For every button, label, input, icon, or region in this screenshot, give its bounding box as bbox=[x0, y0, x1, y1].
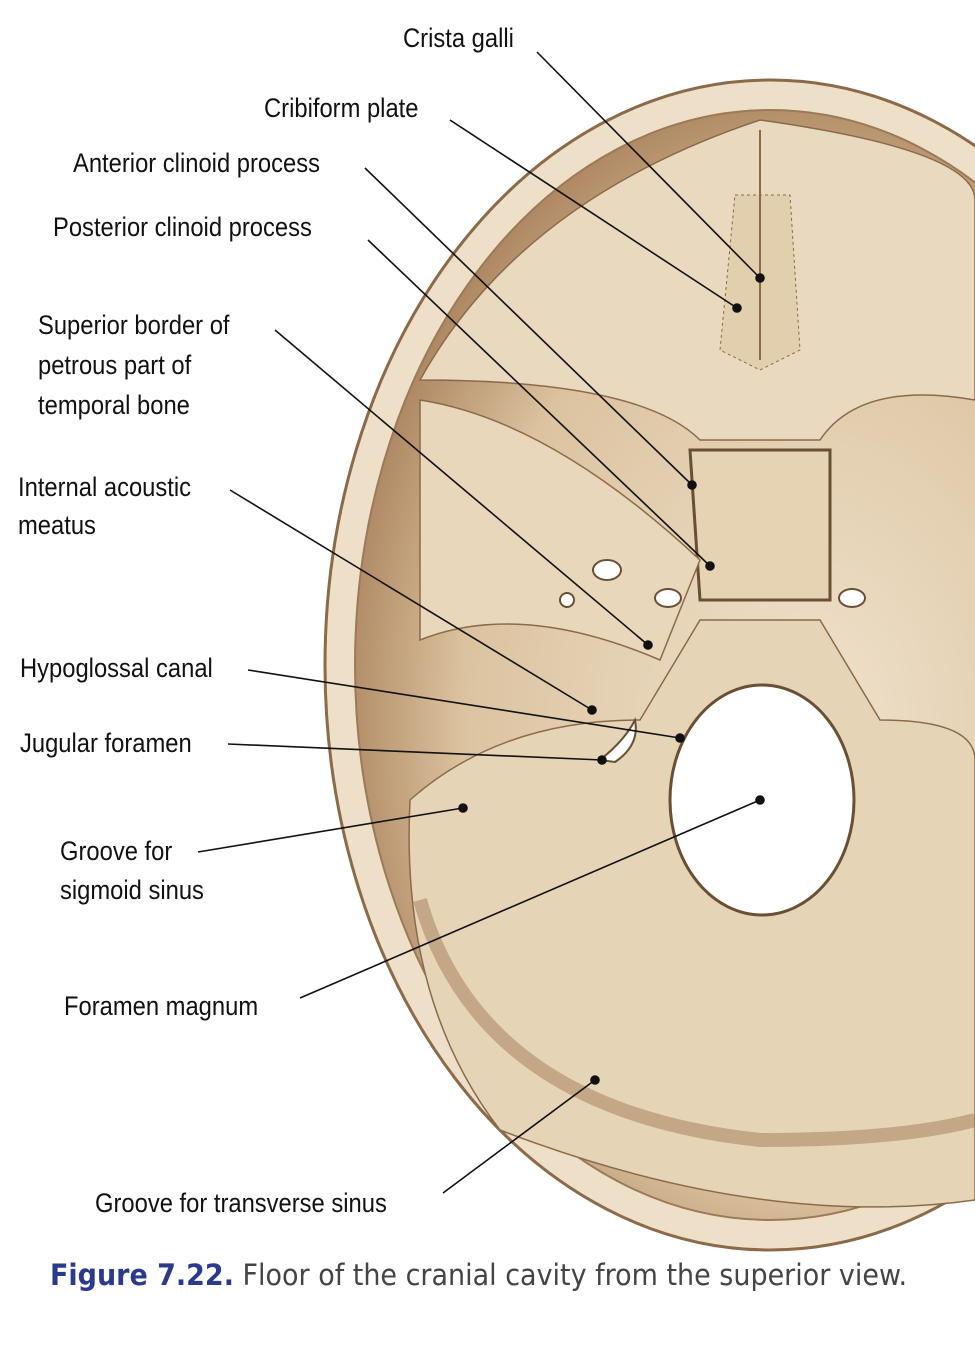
petrous-ridge bbox=[419, 399, 701, 661]
caption-text: Floor of the cranial cavity from the sup… bbox=[242, 1258, 908, 1292]
sella-turcica bbox=[688, 448, 832, 602]
figure-number: Figure 7.22. bbox=[50, 1258, 234, 1292]
label-petrous-line3: temporal bone bbox=[38, 390, 190, 420]
figure-caption: Figure 7.22. Floor of the cranial cavity… bbox=[50, 1258, 907, 1292]
label-jugular-foramen: Jugular foramen bbox=[20, 728, 192, 758]
label-cribiform-plate: Cribiform plate bbox=[264, 93, 419, 123]
foramen-ovale bbox=[592, 559, 622, 581]
label-anterior-clinoid: Anterior clinoid process bbox=[73, 148, 320, 178]
label-crista-galli: Crista galli bbox=[403, 23, 514, 53]
foramen-lacerum bbox=[654, 588, 682, 608]
label-sigmoid-line1: Groove for bbox=[60, 836, 173, 866]
label-sigmoid-line2: sigmoid sinus bbox=[60, 875, 204, 905]
label-hypoglossal-canal: Hypoglossal canal bbox=[20, 653, 213, 683]
label-posterior-clinoid: Posterior clinoid process bbox=[53, 212, 312, 242]
label-petrous-line2: petrous part of bbox=[38, 350, 192, 380]
label-acoustic-line2: meatus bbox=[18, 510, 96, 540]
transverse-sinus-groove bbox=[413, 898, 975, 1148]
foramen-spinosum bbox=[559, 592, 575, 608]
foramen-lacerum-right bbox=[838, 588, 866, 608]
label-transverse-sinus: Groove for transverse sinus bbox=[95, 1188, 387, 1218]
leader-lines bbox=[197, 51, 765, 1194]
label-foramen-magnum: Foramen magnum bbox=[64, 991, 259, 1021]
jugular-foramen-opening bbox=[597, 716, 637, 764]
label-acoustic-line1: Internal acoustic bbox=[18, 472, 192, 502]
label-petrous-line1: Superior border of bbox=[38, 310, 230, 340]
anterior-cranial-fossa bbox=[418, 119, 975, 441]
